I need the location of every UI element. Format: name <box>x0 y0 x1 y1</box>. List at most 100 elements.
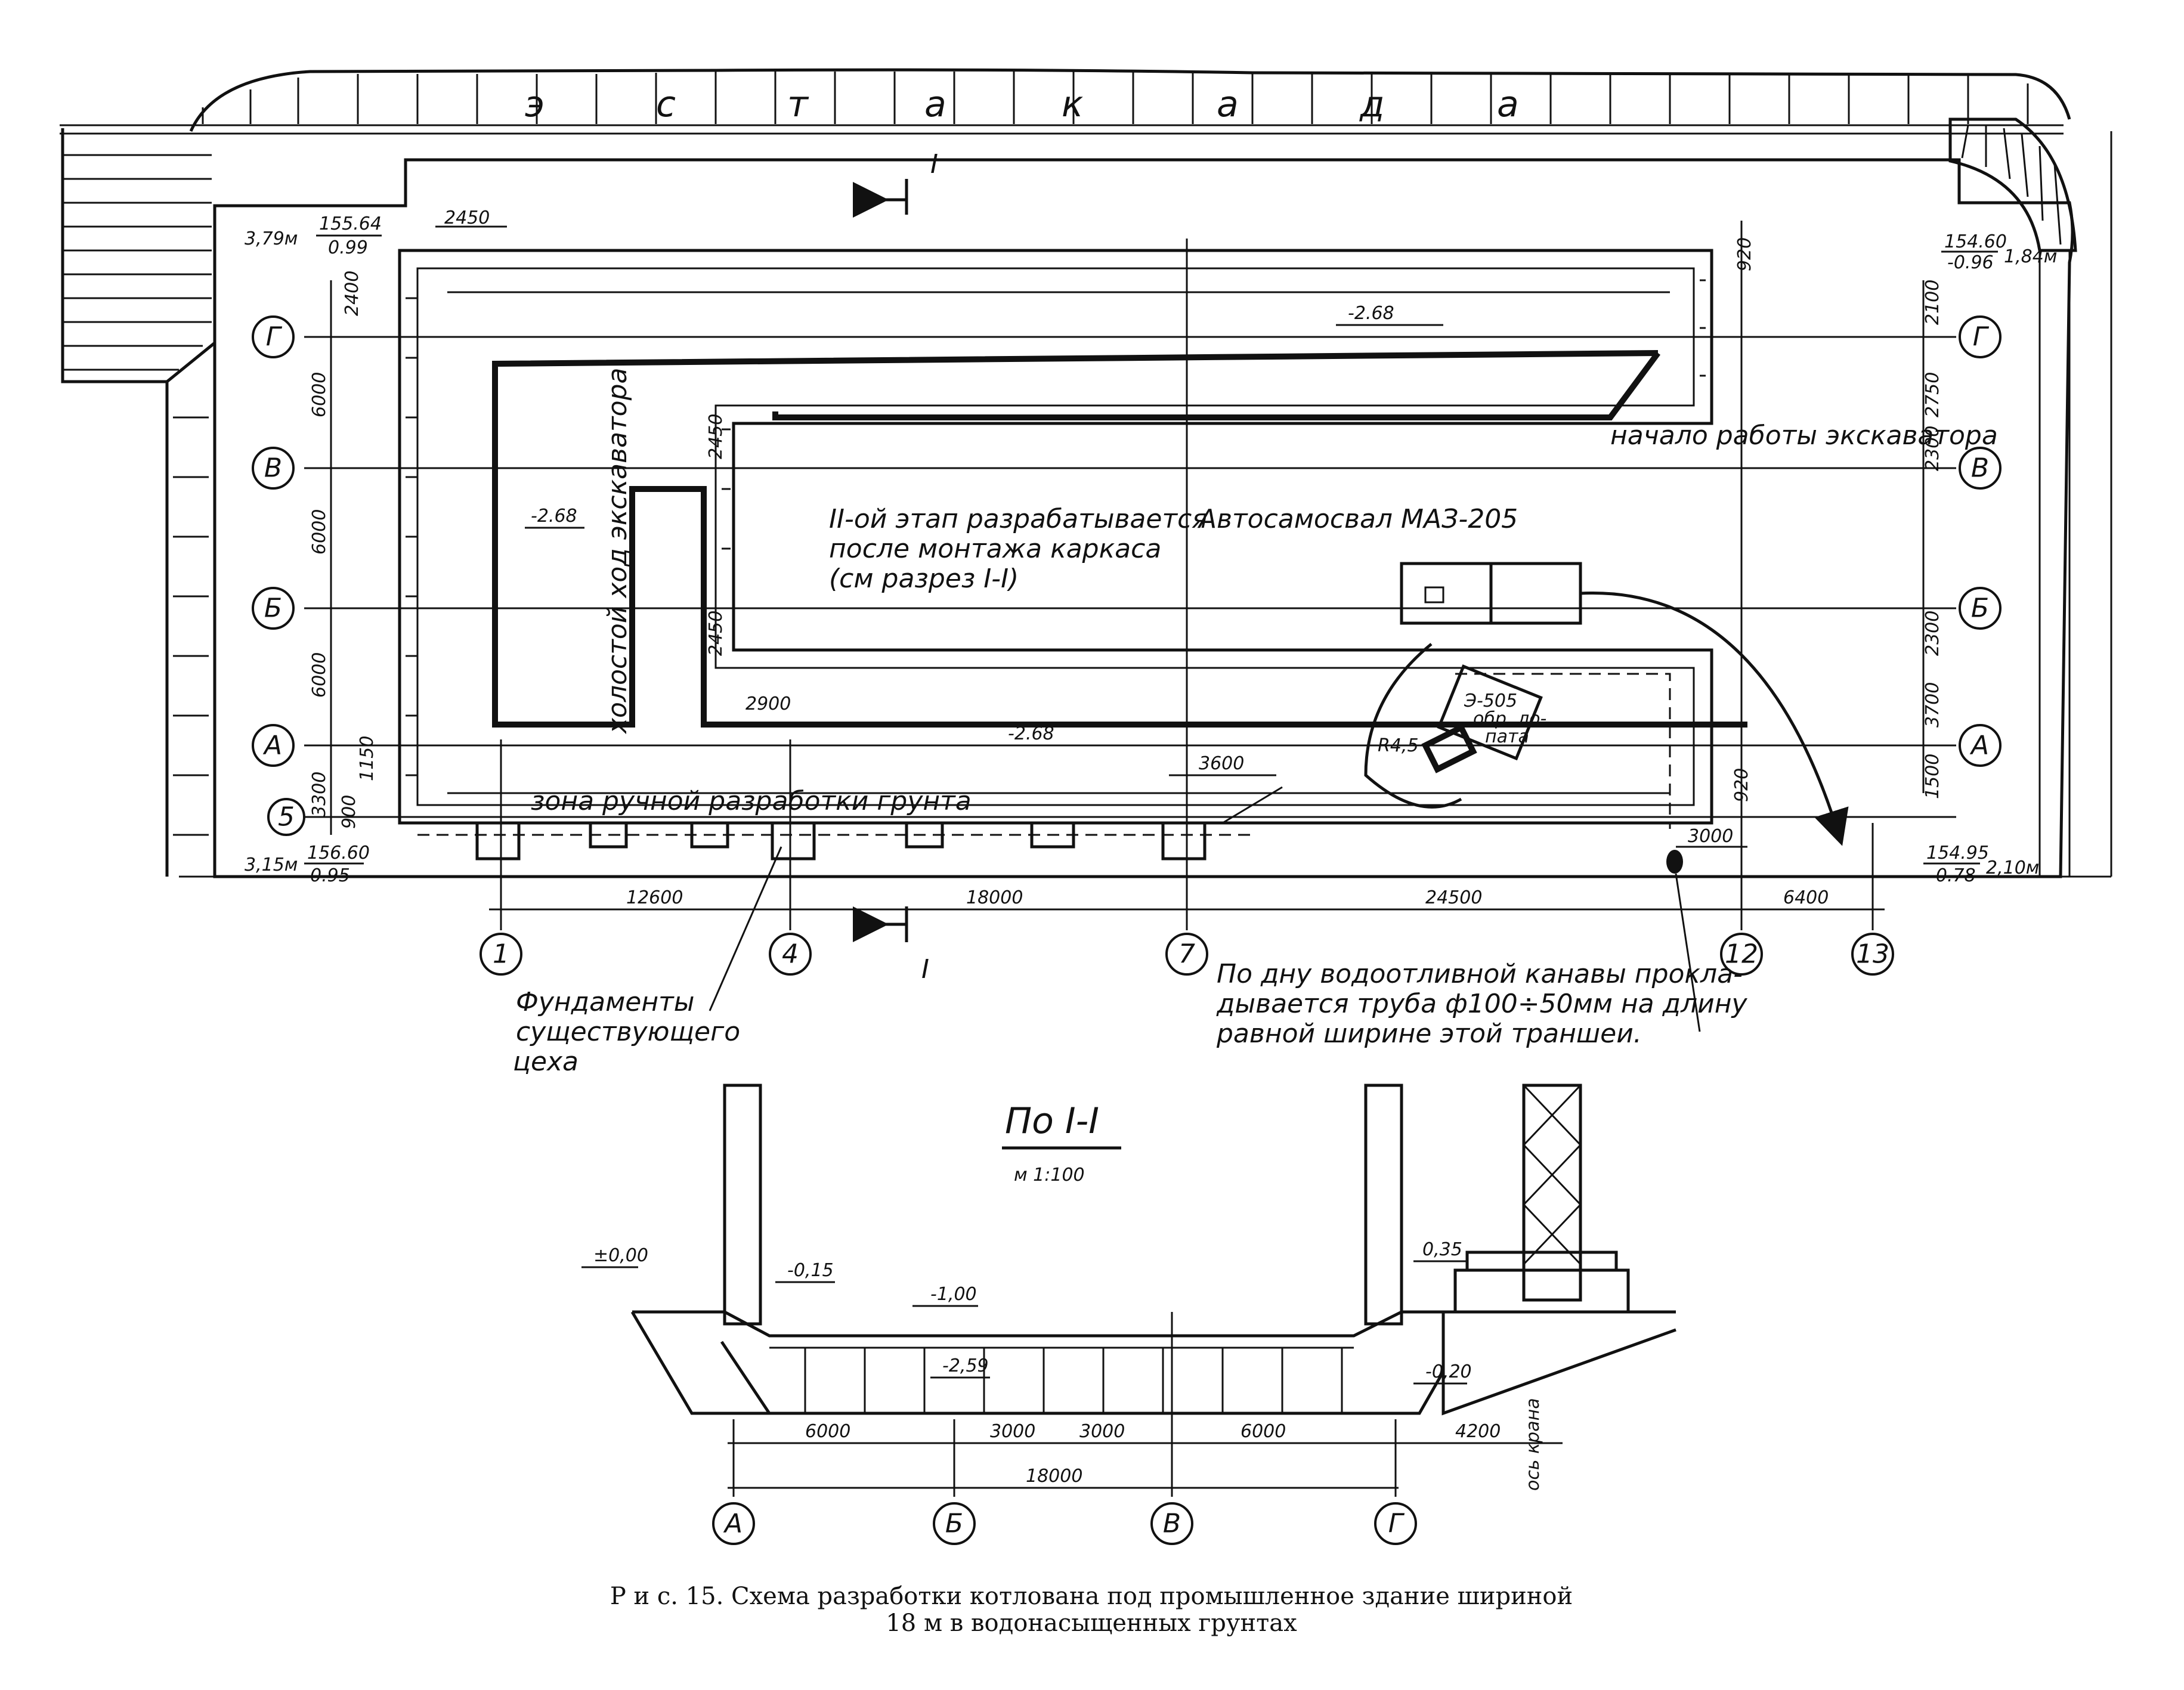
plan-view: э с т а к а д а <box>60 68 2112 1078</box>
elev-pit-top: -2.68 <box>1348 303 1394 324</box>
axis-bubbles-left: Г В Б А 5 <box>252 315 305 836</box>
axis-label-v: В <box>264 453 282 484</box>
trestle-letter: а <box>924 83 946 125</box>
axis-label-12: 12 <box>1725 939 1758 970</box>
axis-label-g-right: Г <box>1973 322 1990 352</box>
excavator-bucket-2: пата <box>1485 726 1529 747</box>
section-mark-bottom: I <box>921 954 929 985</box>
top-dimensions: 2450 920 <box>435 208 1755 271</box>
trestle-letter: а <box>1497 83 1519 125</box>
foundations-line3: цеха <box>513 1047 579 1077</box>
axis-label-b: Б <box>264 593 282 624</box>
axis-label-v-right: В <box>1971 453 1989 484</box>
dim-2900: 2900 <box>745 694 791 714</box>
sec-axis-b: Б <box>945 1509 963 1539</box>
section-dimensions: 6000 3000 3000 6000 4200 18000 ось крана <box>728 1398 1563 1491</box>
elev-top-left-sub: 0.99 <box>328 237 368 258</box>
elev-bottom-right-sub: -0.78 <box>1929 865 1976 886</box>
excavator-bucket: обр. ло- <box>1473 708 1546 729</box>
elev-top-right-sub: -0.96 <box>1947 252 1994 273</box>
dump-truck <box>1400 562 1849 846</box>
trestle-letter: с <box>656 83 676 125</box>
elev-100: -1,00 <box>930 1284 977 1305</box>
start-work-label: начало работы экскаватора <box>1610 420 1998 451</box>
section-scale: м 1:100 <box>1014 1165 1085 1186</box>
section-pit <box>630 1251 1676 1416</box>
sec-dim-4200: 4200 <box>1455 1421 1501 1442</box>
right-dimensions: 2100 2750 2300 2300 3700 1500 <box>1922 280 1943 799</box>
caption-line1: Р и с. 15. Схема разработки котлована по… <box>610 1583 1573 1610</box>
foundations-line2: существующего <box>516 1017 740 1047</box>
sec-axis-g: Г <box>1388 1509 1405 1539</box>
caption-line2: 18 м в водонасыщенных грунтах <box>886 1609 1297 1637</box>
excavator-model: Э-505 <box>1464 691 1517 711</box>
axis-label-5: 5 <box>278 802 295 832</box>
dim-left-6000-3: 6000 <box>309 652 330 698</box>
elev-zero: ±0,00 <box>593 1245 648 1266</box>
dim-left-3300: 3300 <box>309 772 330 817</box>
elev-020: -0,20 <box>1425 1361 1472 1382</box>
axis-label-a: А <box>262 731 282 761</box>
axis-label-g: Г <box>266 322 283 352</box>
plan-labels: зона ручной разработки грунта холостой х… <box>513 368 1998 1078</box>
dim-right-2750: 2750 <box>1922 372 1943 417</box>
figure-caption: Р и с. 15. Схема разработки котлована по… <box>610 1583 1573 1637</box>
dim-left-2400: 2400 <box>342 271 363 316</box>
axis-bubbles-right: Г В Б А <box>1959 315 2002 767</box>
stage2-line2: после монтажа каркаса <box>829 534 1161 564</box>
truck-label: Автосамосвал МАЗ-205 <box>1197 504 1518 534</box>
dim-left-6000-1: 6000 <box>309 372 330 417</box>
plan-axis-lines <box>304 221 1956 930</box>
excavator-radius: R4,5 <box>1378 735 1419 756</box>
foundations-line1: Фундаменты <box>516 987 694 1017</box>
section-elevations: ±0,00 -0,15 -1,00 -2,59 0,35 -0,20 <box>581 1239 1472 1385</box>
elev-035: 0,35 <box>1422 1239 1462 1260</box>
section-columns <box>723 1084 1582 1326</box>
drain-note-line2: дывается труба ф100÷50мм на длину <box>1216 989 1748 1019</box>
drain-note-line1: По дну водоотливной канавы прокла- <box>1217 959 1743 989</box>
elev-top-left: 155.64 <box>319 213 382 234</box>
axis-label-13: 13 <box>1856 939 1889 970</box>
axis-label-a-right: А <box>1969 731 1989 761</box>
axis-label-7: 7 <box>1178 939 1195 970</box>
trestle-letter: а <box>1217 83 1239 125</box>
dim-left-2450-b: 2450 <box>706 611 726 656</box>
stage2-line1: II-ой этап разрабатывается <box>829 504 1208 534</box>
dim-24500: 24500 <box>1425 887 1482 908</box>
sec-dim-total: 18000 <box>1026 1466 1082 1487</box>
elev-bottom-left: 156.60 <box>307 843 370 863</box>
dim-right-3700: 3700 <box>1922 682 1943 728</box>
elev-bottom-left-prefix: 3,15м <box>245 855 298 875</box>
section-axes: А Б В Г <box>712 1312 1417 1545</box>
sec-dim-6000-b: 6000 <box>1241 1421 1286 1442</box>
sec-dim-6000-a: 6000 <box>805 1421 850 1442</box>
drain-sump <box>1666 850 1683 874</box>
dim-3000: 3000 <box>1688 826 1733 847</box>
stage2-line3: (см разрез I-I) <box>829 564 1019 594</box>
elev-top-right-suffix: 1,84м <box>2004 246 2057 267</box>
axis-label-b-right: Б <box>1971 593 1989 624</box>
left-slope <box>61 128 216 877</box>
drain-note-line3: равной ширине этой траншеи. <box>1216 1019 1642 1049</box>
crane-axis-label: ось крана <box>1523 1398 1543 1491</box>
elev-pit-bottom: -2.68 <box>1008 723 1054 744</box>
bottom-dimensions: 12600 18000 24500 6400 <box>179 875 2111 911</box>
trestle-hatch <box>202 72 2029 124</box>
trestle-estakada: э с т а к а д а <box>60 68 2071 135</box>
excavator-path <box>492 350 1747 728</box>
pit-first-stage <box>398 249 1713 825</box>
dim-3600: 3600 <box>1199 753 1244 774</box>
trestle-letter: э <box>525 83 545 125</box>
sec-axis-v: В <box>1163 1509 1181 1539</box>
manual-zone-label: зона ручной разработки грунта <box>531 786 972 816</box>
existing-foundations <box>417 786 1283 861</box>
sec-dim-3000-b: 3000 <box>1079 1421 1125 1442</box>
trestle-letter: к <box>1062 83 1083 125</box>
dim-left-2450-a: 2450 <box>706 414 726 459</box>
sec-dim-3000-a: 3000 <box>990 1421 1035 1442</box>
section-mark-top: I <box>930 149 938 179</box>
axis-bubbles-bottom: 1 4 7 12 13 <box>480 933 1894 976</box>
dim-top-2450: 2450 <box>444 208 490 228</box>
excavator-e505: Э-505 обр. ло- пата R4,5 <box>1364 643 1683 874</box>
